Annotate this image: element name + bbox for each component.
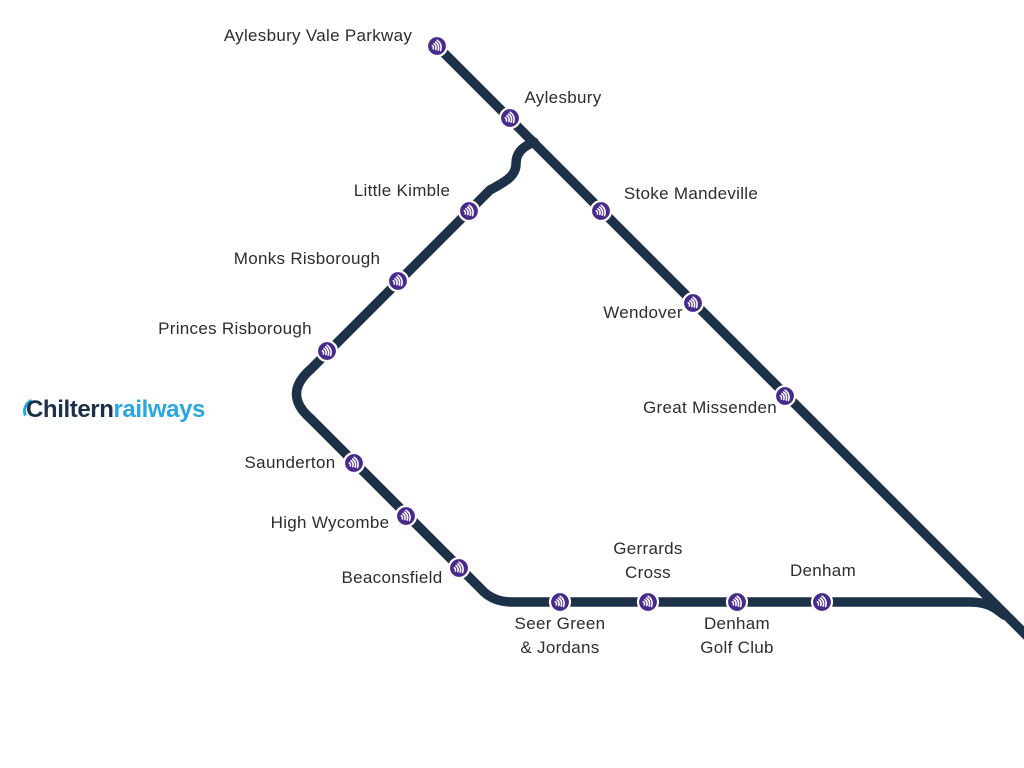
chiltern-railways-logo: Chilternrailways xyxy=(19,394,206,428)
station-label-denham: Denham xyxy=(789,561,857,580)
wifi-station-icon xyxy=(315,339,339,363)
wifi-station-icon xyxy=(457,199,481,223)
station-marker-great-missenden xyxy=(772,383,799,410)
wifi-station-icon xyxy=(548,590,572,614)
station-label-princes-risborough: Princes Risborough xyxy=(158,319,312,338)
station-marker-gerrards-cross xyxy=(635,589,662,616)
station-label-aylesbury-vale-parkway: Aylesbury Vale Parkway xyxy=(223,26,413,45)
station-marker-denham xyxy=(809,589,836,616)
wifi-station-icon xyxy=(810,590,834,614)
station-marker-stoke-mandeville xyxy=(588,198,615,225)
station-label-seer-green-jordans: Seer Green& Jordans xyxy=(514,614,606,657)
station-label-saunderton: Saunderton xyxy=(244,453,336,472)
station-marker-aylesbury-vale-parkway xyxy=(424,33,451,60)
wifi-station-icon xyxy=(386,269,410,293)
station-marker-little-kimble xyxy=(456,198,483,225)
wifi-station-icon xyxy=(725,590,749,614)
station-marker-monks-risborough xyxy=(385,268,412,295)
wifi-station-icon xyxy=(589,199,613,223)
station-marker-princes-risborough xyxy=(314,338,341,365)
station-label-monks-risborough: Monks Risborough xyxy=(233,249,381,268)
station-marker-wendover xyxy=(680,290,707,317)
station-marker-saunderton xyxy=(341,450,368,477)
station-label-high-wycombe: High Wycombe xyxy=(270,513,390,532)
station-label-beaconsfield: Beaconsfield xyxy=(341,568,443,587)
station-marker-aylesbury xyxy=(497,105,524,132)
station-marker-beaconsfield xyxy=(446,555,473,582)
wifi-station-icon xyxy=(342,451,366,475)
station-label-wendover: Wendover xyxy=(603,303,683,322)
station-label-stoke-mandeville: Stoke Mandeville xyxy=(623,184,759,203)
station-marker-high-wycombe xyxy=(393,503,420,530)
wifi-station-icon xyxy=(498,106,522,130)
station-label-little-kimble: Little Kimble xyxy=(353,181,451,200)
princes-risborough-branch-line xyxy=(291,137,1009,620)
wifi-station-icon xyxy=(425,34,449,58)
logo-text-secondary: railways xyxy=(113,396,206,423)
wifi-station-icon xyxy=(773,384,797,408)
logo-text-primary: Chiltern xyxy=(26,396,114,423)
aylesbury-main-line xyxy=(432,41,1024,640)
station-marker-denham-golf-club xyxy=(724,589,751,616)
wifi-station-icon xyxy=(636,590,660,614)
station-label-aylesbury: Aylesbury xyxy=(524,88,602,107)
station-label-great-missenden: Great Missenden xyxy=(643,398,777,417)
wifi-station-icon xyxy=(447,556,471,580)
station-marker-seer-green-jordans xyxy=(547,589,574,616)
wifi-station-icon xyxy=(681,291,705,315)
wifi-station-icon xyxy=(394,504,418,528)
